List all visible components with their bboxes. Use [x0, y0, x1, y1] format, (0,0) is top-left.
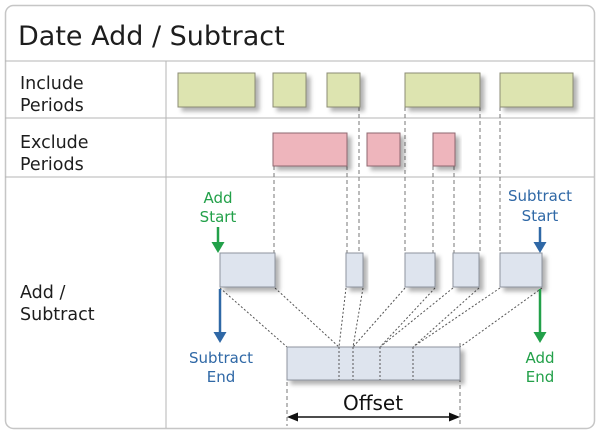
result-segment-bar	[452, 252, 480, 288]
connector-line	[219, 287, 288, 348]
include-period-bar	[272, 72, 307, 108]
subtract-start-label-1: Subtract	[508, 187, 572, 205]
connector-line	[459, 287, 543, 348]
subtract-start-arrow-head	[533, 242, 547, 253]
subtract-end-label-2: End	[207, 368, 236, 386]
subtract-start-label-2: Start	[522, 207, 559, 225]
diagram-title: Date Add / Subtract	[18, 21, 285, 52]
connector-line	[412, 287, 501, 348]
row-label-exclude-2: Periods	[20, 155, 84, 175]
add-start-label-2: Start	[200, 208, 237, 226]
result-segment-bar	[404, 252, 436, 288]
row-label-include-2: Periods	[20, 96, 84, 116]
result-segment-bar	[345, 252, 364, 288]
offset-label: Offset	[343, 391, 403, 415]
offset-bar	[286, 346, 461, 381]
include-period-bar	[404, 72, 481, 108]
exclude-period-bar	[366, 132, 401, 167]
include-period-bar	[499, 72, 574, 108]
connector-line	[338, 287, 347, 348]
include-period-bar	[177, 72, 256, 108]
connector-line	[352, 287, 406, 348]
diagram-layer	[177, 72, 574, 426]
connector-line	[412, 287, 480, 348]
result-segment-bar	[499, 252, 543, 288]
connector-line	[352, 287, 364, 348]
offset-measure-right-head	[449, 412, 460, 422]
exclude-period-bar	[272, 132, 348, 167]
row-label-addsub-1: Add /	[20, 283, 65, 303]
include-period-bar	[326, 72, 361, 108]
connector-line	[274, 287, 340, 348]
add-end-label-2: End	[526, 368, 555, 386]
panel-border	[4, 4, 596, 430]
connector-line	[379, 287, 436, 348]
result-segment-bar	[219, 252, 276, 288]
subtract-end-label-1: Subtract	[189, 349, 253, 367]
add-end-arrow-head	[533, 332, 547, 343]
add-start-label-1: Add	[203, 189, 232, 207]
row-label-addsub-2: Subtract	[20, 305, 95, 325]
add-end-label-1: Add	[525, 349, 554, 367]
add-start-arrow-head	[211, 242, 225, 253]
row-label-include-1: Include	[20, 74, 84, 94]
offset-measure-left-head	[287, 412, 298, 422]
table-grid	[5, 60, 594, 428]
subtract-end-arrow-head	[213, 332, 227, 343]
row-label-exclude-1: Exclude	[20, 133, 89, 153]
exclude-period-bar	[432, 132, 456, 167]
